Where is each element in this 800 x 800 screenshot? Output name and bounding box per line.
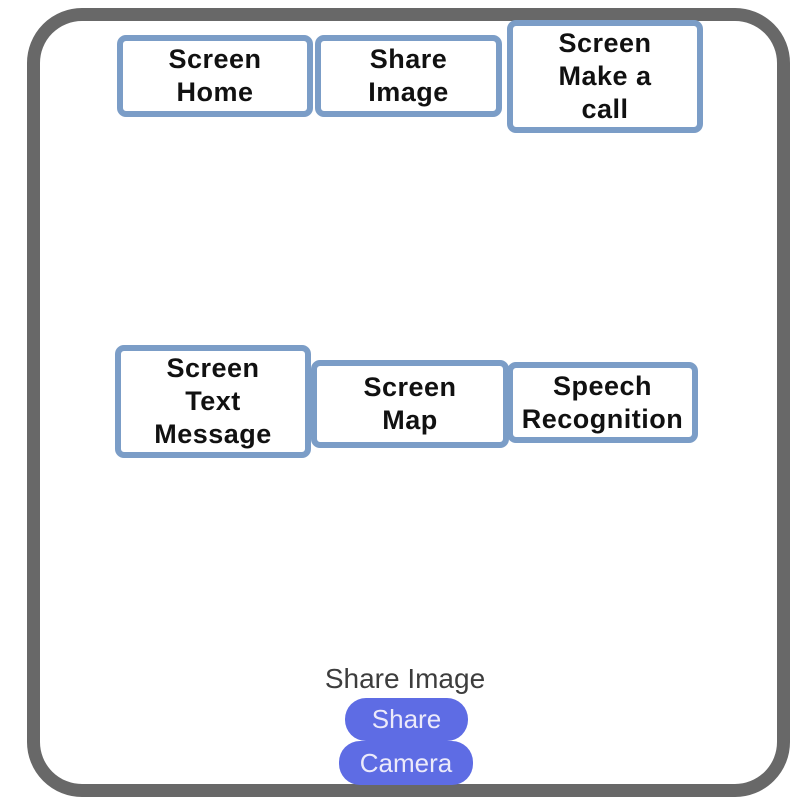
screen-make-a-call-button[interactable]: Screen Make a call [507, 20, 703, 133]
share-image-caption: Share Image [324, 663, 486, 694]
screen-text-message-button[interactable]: Screen Text Message [115, 345, 311, 458]
speech-recognition-button[interactable]: Speech Recognition [507, 362, 698, 443]
share-image-nav-button[interactable]: Share Image [315, 35, 502, 117]
screen-map-button[interactable]: Screen Map [311, 360, 509, 448]
camera-button[interactable]: Camera [339, 741, 473, 785]
share-button[interactable]: Share [345, 698, 468, 741]
screen-home-button[interactable]: Screen Home [117, 35, 313, 117]
